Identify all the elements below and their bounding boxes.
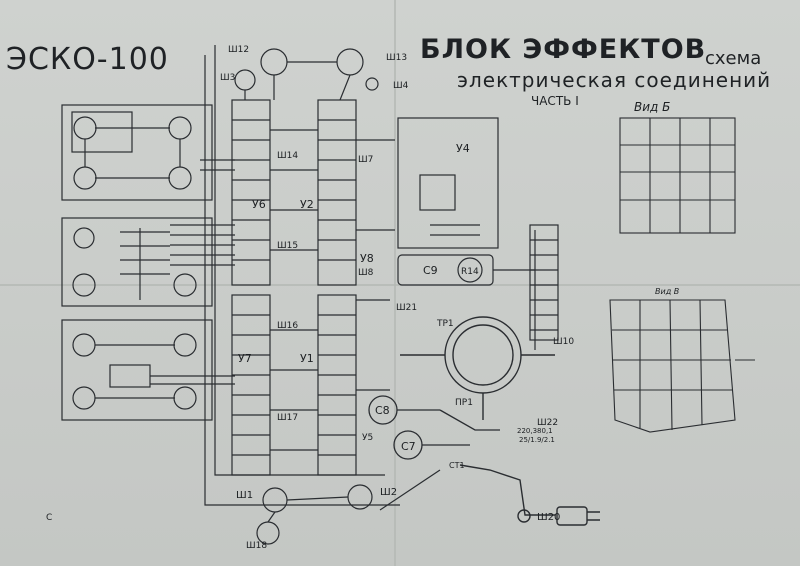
left-module-bottom — [61, 319, 235, 421]
label-sh15: Ш15 — [277, 241, 298, 251]
label-sh13: Ш13 — [386, 53, 407, 63]
label-sh22: Ш22 — [537, 418, 558, 428]
label-c7: С7 — [401, 440, 416, 453]
label-c9: С9 — [423, 264, 438, 277]
label-u1: У1 — [300, 352, 314, 365]
label-power2: 25/1.9/2.1 — [519, 436, 555, 444]
label-sh2: Ш2 — [380, 487, 397, 498]
label-st1: СТ1 — [449, 461, 465, 470]
label-tp1: ТР1 — [436, 319, 454, 329]
label-power1: 220,380,1 — [517, 427, 553, 435]
label-sh21: Ш21 — [396, 303, 417, 313]
part-label: ЧАСТЬ I — [531, 94, 579, 108]
capacitors — [368, 395, 500, 460]
title-word-schema: схема — [705, 48, 762, 69]
label-sh20: Ш20 — [537, 512, 560, 523]
label-u4: У4 — [456, 142, 470, 155]
label-sh4: Ш4 — [393, 81, 409, 91]
label-sh17: Ш17 — [277, 413, 298, 423]
right-terminal-column — [529, 224, 559, 341]
label-corner: С — [46, 513, 52, 523]
left-module-top — [61, 104, 235, 201]
label-sh14: Ш14 — [277, 151, 298, 161]
label-sh1: Ш1 — [236, 490, 253, 501]
bottom-connectors — [256, 469, 441, 545]
label-sh7: Ш7 — [358, 155, 373, 165]
label-view-v: Вид В — [655, 287, 679, 296]
label-sh16: Ш16 — [277, 321, 298, 331]
label-pr1: ПР1 — [455, 398, 473, 408]
label-u5: У5 — [362, 433, 373, 443]
transformer-tp1 — [400, 316, 555, 420]
label-view-b: Вид Б — [634, 100, 670, 114]
view-b-panel — [619, 117, 736, 234]
model-title: ЭСКО-100 — [6, 42, 169, 77]
label-u6: У6 — [252, 198, 266, 211]
power-cord — [459, 464, 600, 526]
label-sh3: Ш3 — [220, 73, 235, 83]
subtitle-line: электрическая соединений — [457, 68, 772, 92]
main-title: БЛОК ЭФФЕКТОВ — [420, 34, 707, 65]
terminal-strips — [204, 45, 400, 506]
view-v-panel — [609, 299, 755, 433]
label-sh12: Ш12 — [228, 45, 249, 55]
label-c8: С8 — [375, 404, 390, 417]
label-u2: У2 — [300, 198, 314, 211]
label-sh18: Ш18 — [246, 541, 267, 551]
top-connectors — [234, 48, 379, 101]
label-sh10: Ш10 — [553, 337, 574, 347]
label-r14: R14 — [461, 267, 479, 277]
label-u7: У7 — [238, 352, 252, 365]
left-module-middle — [61, 217, 235, 307]
label-u8: У8 — [360, 252, 374, 265]
label-sh8: Ш8 — [358, 268, 374, 278]
